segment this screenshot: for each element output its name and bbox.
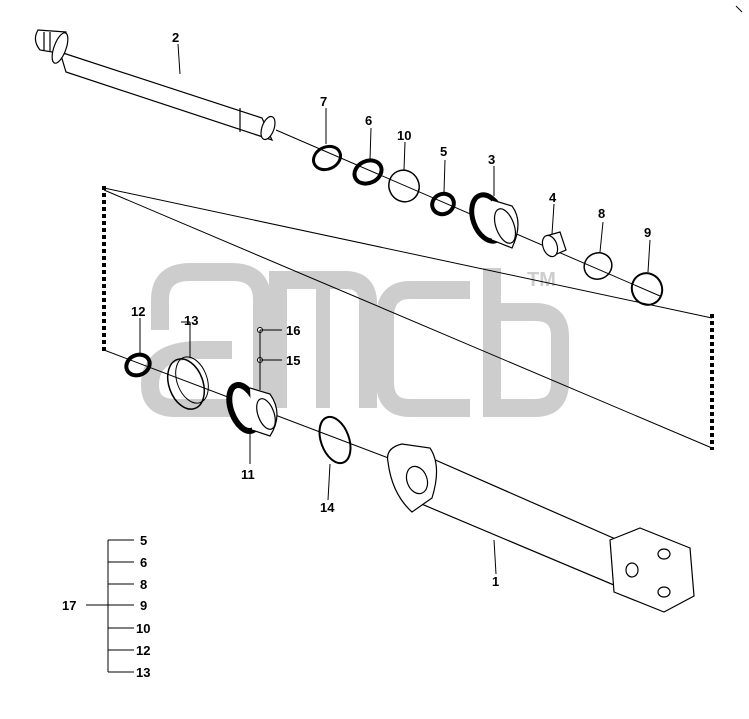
callout-13: 13 <box>184 313 198 328</box>
seal-ring-12 <box>124 352 152 378</box>
callout-7: 7 <box>320 94 327 109</box>
seal-ring-5 <box>430 191 456 217</box>
callout-6: 6 <box>365 113 372 128</box>
bushing-4 <box>541 231 567 258</box>
callout-11: 11 <box>241 467 255 482</box>
snap-ring-7 <box>311 144 343 172</box>
kit-item-9: 9 <box>140 598 147 613</box>
callout-15: 15 <box>286 353 300 368</box>
piston-11 <box>226 382 278 437</box>
watermark-logo: TM <box>140 263 569 417</box>
clevis-hole-top <box>657 548 671 560</box>
leader-lines <box>139 43 651 575</box>
watermark-glyph-b <box>483 268 569 417</box>
o-ring-8 <box>583 252 613 280</box>
rod-body <box>59 51 274 141</box>
assembly-frame <box>102 186 714 450</box>
wear-ring-14 <box>318 415 352 465</box>
guide-ring-13 <box>166 356 209 410</box>
clevis-mount <box>609 527 695 613</box>
piston-face <box>256 398 276 430</box>
kit-bracket <box>86 539 134 673</box>
callout-4: 4 <box>549 190 557 205</box>
gland-head-3 <box>469 192 519 249</box>
o-ring-10 <box>388 169 420 203</box>
clevis-hole-bottom <box>657 586 671 598</box>
watermark-glyph-m <box>269 271 377 408</box>
callout-2: 2 <box>172 30 179 45</box>
kit-item-13: 13 <box>136 665 150 680</box>
frame-top-line <box>103 187 713 319</box>
rod-end-face <box>51 32 69 64</box>
callout-9: 9 <box>644 225 651 240</box>
callout-12: 12 <box>131 304 145 319</box>
piston-rod <box>34 29 276 141</box>
kit-item-5: 5 <box>140 533 147 548</box>
callout-1: 1 <box>492 574 499 589</box>
cylinder-barrel-1 <box>386 443 695 613</box>
kit-item-6: 6 <box>140 555 147 570</box>
kit-label-17: 17 <box>62 598 76 613</box>
callout-8: 8 <box>598 206 605 221</box>
kit-item-12: 12 <box>136 643 150 658</box>
watermark-glyph-c <box>376 281 470 417</box>
backup-ring-6 <box>352 158 384 186</box>
callout-14: 14 <box>320 500 335 515</box>
callouts: 2 7 6 10 5 3 4 8 9 12 13 16 15 11 14 1 <box>131 30 651 589</box>
kit-labels: 17 5 6 8 9 10 12 13 <box>62 533 150 680</box>
corner-mark <box>735 5 743 13</box>
callout-3: 3 <box>488 152 495 167</box>
barrel-port <box>405 465 429 495</box>
clevis-pin <box>625 562 639 578</box>
barrel-body <box>407 447 641 597</box>
gland-bore <box>493 208 517 244</box>
callout-16: 16 <box>286 323 300 338</box>
callout-10: 10 <box>397 128 411 143</box>
frame-diagonal-line <box>103 189 713 449</box>
bushing-face <box>541 234 559 258</box>
kit-item-8: 8 <box>140 577 147 592</box>
callout-5: 5 <box>440 144 447 159</box>
watermark-tm: TM <box>527 269 556 291</box>
rod-shoulder <box>260 115 276 141</box>
wiper-ring-9 <box>630 272 664 306</box>
kit-item-10: 10 <box>136 621 150 636</box>
